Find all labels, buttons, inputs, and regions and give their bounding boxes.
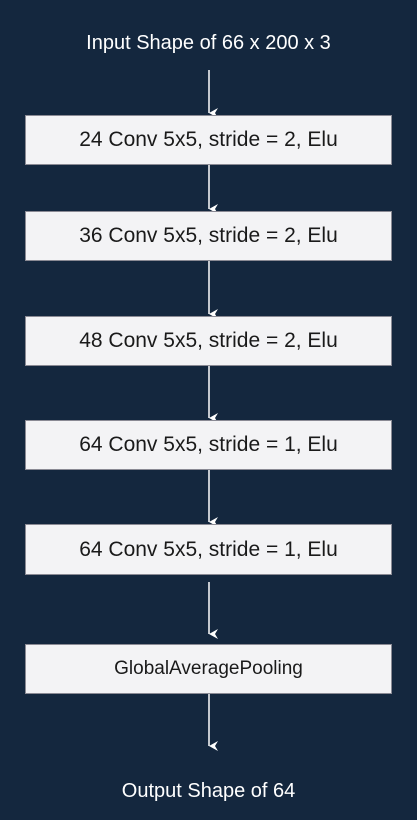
layer-conv-48: 48 Conv 5x5, stride = 2, Elu [25, 316, 392, 366]
layer-conv-36: 36 Conv 5x5, stride = 2, Elu [25, 211, 392, 261]
output-shape-label: Output Shape of 64 [121, 780, 296, 802]
layer-conv-64-a: 64 Conv 5x5, stride = 1, Elu [25, 420, 392, 470]
layer-conv-24: 24 Conv 5x5, stride = 2, Elu [25, 115, 392, 165]
layer-conv-64-b: 64 Conv 5x5, stride = 1, Elu [25, 524, 392, 575]
input-shape-label: Input Shape of 66 x 200 x 3 [86, 32, 331, 54]
layer-global-average-pooling: GlobalAveragePooling [25, 644, 392, 694]
